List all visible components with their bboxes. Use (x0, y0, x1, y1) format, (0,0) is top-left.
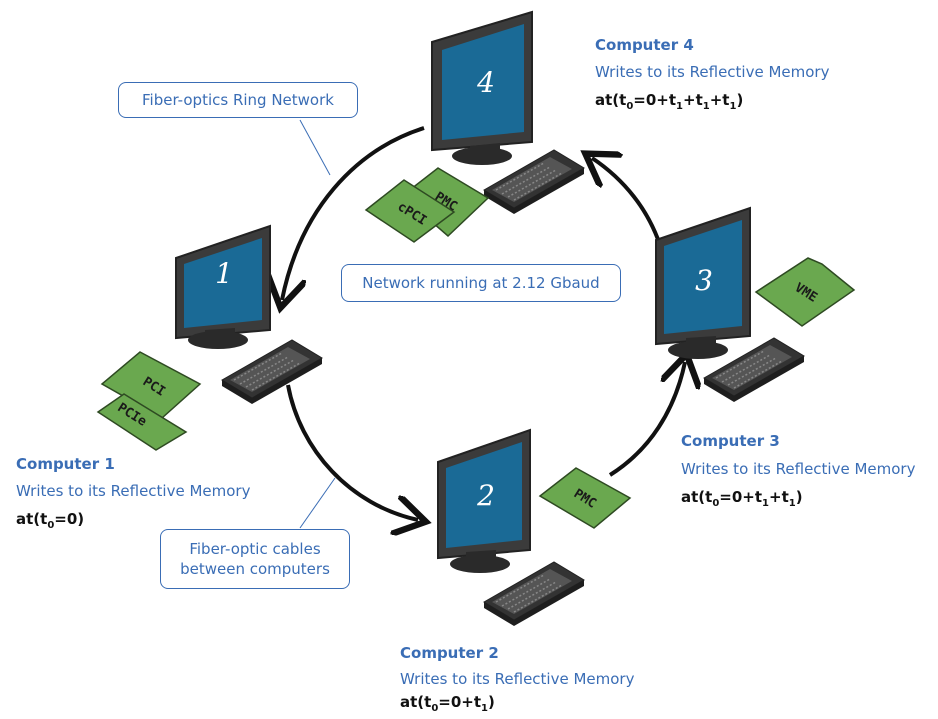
cables-callout-pointer (299, 477, 336, 529)
computer-1-time: at(t0=0) (16, 510, 85, 531)
computer-2-keyboard (483, 561, 585, 627)
computer-1-number: 1 (215, 257, 233, 290)
computer-4-time: at(t0=0+t1+t1+t1) (595, 91, 744, 112)
computer-1-description: Writes to its Reflective Memory (16, 482, 251, 500)
computer-4-number: 4 (476, 66, 495, 99)
computer-4-monitor: 4 (431, 10, 533, 165)
computer-1-title: Computer 1 (16, 455, 115, 473)
ring-arrow-1-to-2 (286, 384, 418, 520)
computer-2-description: Writes to its Reflective Memory (400, 670, 635, 688)
computer-2-monitor: 2 (437, 428, 531, 573)
ring-network-text: Fiber-optics Ring Network (142, 91, 334, 109)
ring-arrow-4-to-1 (282, 126, 425, 300)
computer-1: 1 PCI PCIe (96, 224, 323, 451)
computer-4-card-cpci: cPCI (364, 179, 456, 243)
computer-1-monitor: 1 (175, 224, 271, 349)
computer-3-description: Writes to its Reflective Memory (681, 460, 916, 478)
computer-4-title: Computer 4 (595, 36, 694, 54)
network-speed-text: Network running at 2.12 Gbaud (362, 274, 600, 292)
computer-2-number: 2 (476, 479, 495, 512)
computer-1-card-pci: PCI (100, 351, 202, 419)
computer-3-title: Computer 3 (681, 432, 780, 450)
cables-text-line1: Fiber-optic cables (189, 540, 321, 558)
computer-4: 4 PMC cPCI (364, 10, 585, 243)
ring-callout-pointer (299, 119, 331, 176)
computer-3-card-vme: VME (754, 257, 856, 327)
computer-3-number: 3 (695, 264, 713, 297)
computer-1-keyboard (221, 339, 323, 405)
computer-2-title: Computer 2 (400, 644, 499, 662)
computer-3: 3 VME (655, 206, 856, 403)
computer-1-card-pcie: PCIe (96, 393, 188, 451)
network-speed-callout: Network running at 2.12 Gbaud (341, 264, 621, 302)
computer-4-description: Writes to its Reflective Memory (595, 63, 830, 81)
ring-network-callout: Fiber-optics Ring Network (118, 82, 358, 118)
computer-3-time: at(t0=0+t1+t1) (681, 488, 803, 509)
computer-2: 2 PMC (437, 428, 632, 627)
computer-2-time: at(t0=0+t1) (400, 693, 495, 714)
ring-arrow-2-to-3 (608, 362, 685, 477)
ring-arrow-3-to-4 (592, 158, 662, 246)
computer-3-monitor: 3 (655, 206, 751, 359)
cables-callout: Fiber-optic cables between computers (160, 529, 350, 589)
cables-text-line2: between computers (180, 560, 330, 578)
computer-2-card-pmc: PMC (538, 467, 632, 529)
